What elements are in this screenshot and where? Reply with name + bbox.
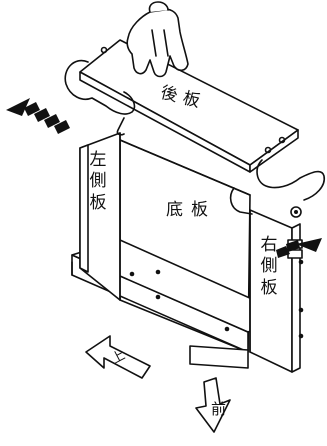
left-side-panel — [79, 132, 121, 301]
screw-holes — [129, 259, 304, 339]
front-direction-arrow — [195, 377, 231, 433]
push-arrow-left — [6, 98, 70, 134]
push-arrow-right — [276, 238, 322, 258]
front-direction-label: 前 — [211, 400, 227, 418]
left-side-panel-label: 左側板 — [89, 150, 107, 213]
hand-icon — [126, 1, 189, 78]
back-panel — [79, 39, 299, 173]
right-side-panel-label: 右側板 — [260, 235, 278, 298]
bottom-panel-label: 底板 — [166, 200, 216, 220]
right-side-panel — [249, 209, 301, 373]
left-hand-guide — [64, 59, 136, 136]
up-direction-arrow — [85, 335, 151, 379]
right-hand-guide — [229, 159, 326, 215]
